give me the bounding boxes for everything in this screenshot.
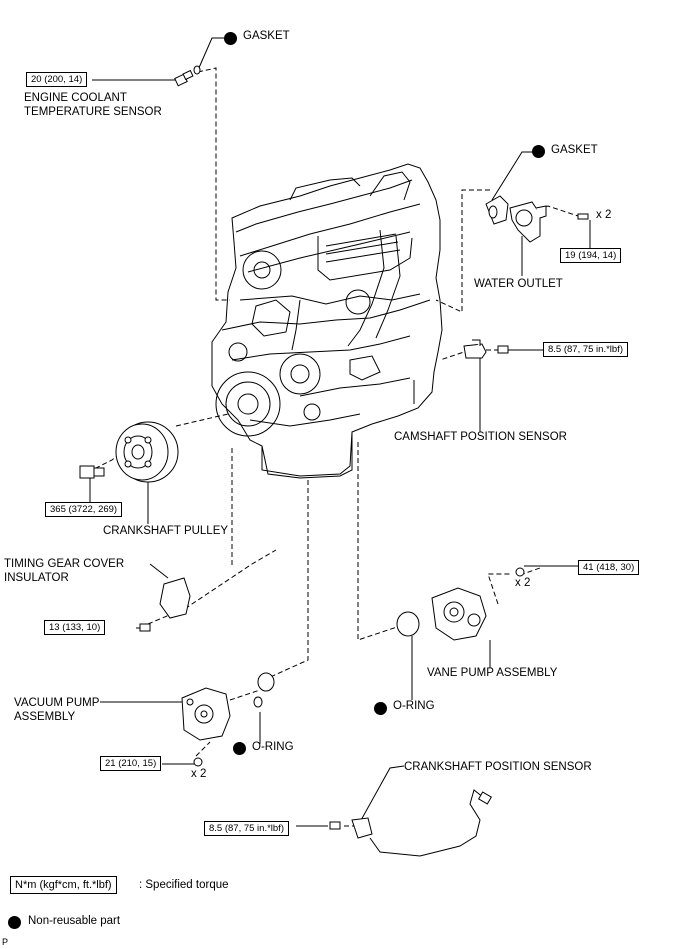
vacuum-pump-part — [181, 687, 231, 741]
vane-pump-torque: 41 (418, 30) — [578, 560, 640, 575]
legend-torque-desc: : Specified torque — [139, 879, 229, 891]
o-ring-right-part — [396, 611, 420, 637]
water-outlet-torque: 19 (194, 14) — [560, 248, 622, 263]
vacuum-pump-torque: 21 (210, 15) — [100, 756, 162, 771]
crankshaft-sensor-part — [329, 817, 373, 839]
water-outlet-bolt — [577, 213, 589, 220]
timing-cover-bolt — [139, 623, 151, 632]
legend-non-reusable-dot — [8, 916, 21, 929]
vane-pump-part — [431, 587, 487, 641]
vane-pump-bolt — [515, 567, 525, 577]
leader-crank-sensor — [359, 765, 405, 823]
crank-gear-housing — [215, 371, 281, 437]
water-outlet-qty: x 2 — [596, 209, 612, 221]
gasket-right-label: GASKET — [551, 144, 598, 156]
gasket-top-label: GASKET — [243, 30, 290, 42]
water-outlet-part — [485, 195, 547, 243]
engine-block — [211, 163, 443, 479]
ect-sensor-part — [174, 69, 194, 87]
ect-sensor-label-line1: ENGINE COOLANT — [24, 92, 127, 104]
dashed-assembly-lines — [87, 67, 579, 827]
legend-non-reusable-label: Non-reusable part — [28, 915, 121, 927]
crankshaft-sensor-label: CRANKSHAFT POSITION SENSOR — [404, 761, 592, 773]
timing-cover-label-line2: INSULATOR — [4, 572, 69, 584]
camshaft-sensor-label: CAMSHAFT POSITION SENSOR — [394, 431, 567, 443]
corner-mark: P — [2, 937, 9, 947]
timing-gear-middle — [279, 353, 321, 395]
crankshaft-sensor-connector — [477, 791, 493, 805]
camshaft-sensor-bolt — [497, 345, 509, 354]
camshaft-sensor-torque: 8.5 (87, 75 in.*lbf) — [543, 342, 628, 357]
non-reusable-dot-o-ring-left — [233, 742, 246, 755]
gasket-right-part — [488, 205, 498, 219]
crankshaft-sensor-torque: 8.5 (87, 75 in.*lbf) — [204, 821, 289, 836]
o-ring-left-part-large — [257, 672, 275, 692]
non-reusable-dot-gasket-top — [224, 32, 237, 45]
vacuum-pump-label-line2: ASSEMBLY — [14, 711, 76, 723]
leader-gasket-top — [197, 37, 224, 71]
vacuum-pump-bolt — [193, 757, 203, 767]
crankshaft-sensor-wire — [369, 789, 485, 857]
crankshaft-pulley-torque: 365 (3722, 269) — [45, 502, 123, 517]
water-outlet-label: WATER OUTLET — [474, 278, 563, 290]
crankshaft-pulley-label: CRANKSHAFT PULLEY — [103, 525, 229, 537]
non-reusable-dot-gasket-right — [532, 145, 545, 158]
vane-pump-label: VANE PUMP ASSEMBLY — [427, 667, 558, 679]
ect-sensor-torque: 20 (200, 14) — [26, 72, 88, 87]
timing-cover-label-line1: TIMING GEAR COVER — [4, 558, 125, 570]
vacuum-pump-qty: x 2 — [191, 768, 207, 780]
vane-pump-qty: x 2 — [515, 577, 531, 589]
non-reusable-dot-o-ring-right — [374, 702, 387, 715]
camshaft-sensor-part — [463, 339, 487, 359]
timing-gear-upper — [242, 250, 282, 290]
leader-gasket-right — [491, 151, 532, 201]
timing-cover-insulator-part — [159, 577, 191, 619]
o-ring-right-label: O-RING — [393, 700, 435, 712]
o-ring-left-label: O-RING — [252, 741, 294, 753]
o-ring-left-part-small — [253, 696, 263, 708]
ect-sensor-label-line2: TEMPERATURE SENSOR — [24, 106, 162, 118]
crankshaft-pulley-part — [115, 421, 179, 483]
timing-cover-torque: 13 (133, 10) — [44, 620, 106, 635]
vacuum-pump-label-line1: VACUUM PUMP — [14, 697, 100, 709]
gasket-top-part — [193, 65, 201, 75]
leader-timing-cover — [149, 563, 169, 579]
crankshaft-pulley-bolt — [79, 465, 105, 479]
legend-torque-units: N*m (kgf*cm, ft.*lbf) — [10, 876, 117, 894]
